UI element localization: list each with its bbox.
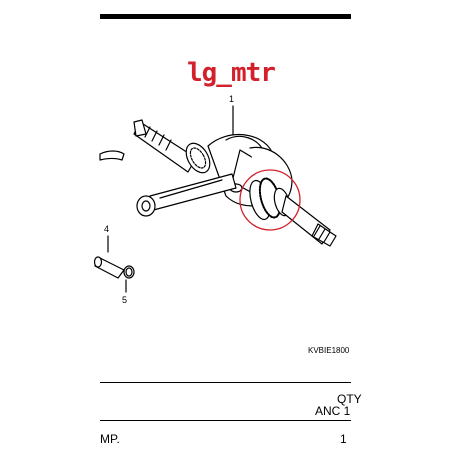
diagram-code: KVBIE1800 bbox=[308, 346, 350, 355]
woodruff-key bbox=[99, 150, 125, 161]
left-gear bbox=[185, 142, 211, 174]
left-shaft-tip bbox=[133, 119, 147, 137]
row-description: MP. bbox=[100, 432, 120, 446]
top-rule bbox=[100, 14, 351, 19]
callout-1: 1 bbox=[229, 94, 235, 104]
highlight-circle bbox=[239, 169, 301, 231]
anc-header: ANC 1 bbox=[315, 404, 351, 418]
small-end bbox=[136, 195, 156, 217]
callout-5: 5 bbox=[122, 295, 128, 305]
table-header-rule bbox=[100, 420, 351, 421]
qty-header: QTY bbox=[337, 392, 362, 406]
watermark-text: lg_mtr bbox=[187, 58, 276, 88]
callout-4: 4 bbox=[104, 224, 110, 234]
table-top-rule bbox=[100, 382, 351, 383]
row-qty: 1 bbox=[340, 432, 347, 446]
